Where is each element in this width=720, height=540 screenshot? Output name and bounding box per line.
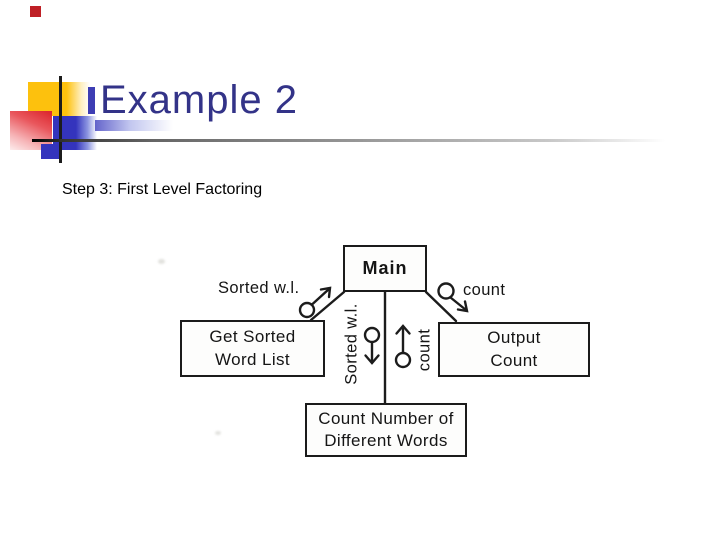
box-main: Main	[343, 245, 427, 292]
label-sorted-wl-vertical: Sorted w.l.	[342, 303, 361, 385]
title-underline	[32, 139, 672, 142]
data-couple-circle	[437, 282, 455, 300]
slide-title: Example 2	[100, 78, 298, 122]
box-output-line2: Count	[490, 350, 538, 370]
label-count-top: count	[463, 281, 506, 299]
box-count-number-words: Count Number of Different Words	[305, 403, 467, 457]
box-get-sorted-line1: Get Sorted	[209, 327, 296, 347]
box-get-sorted-word-list: Get Sorted Word List	[180, 320, 325, 377]
arrow-up-head-icon	[395, 324, 411, 335]
data-couple-circle	[363, 326, 381, 344]
deco-vertical-line	[59, 76, 62, 163]
connector-main-to-output	[424, 290, 458, 323]
deco-blue-fade-bar	[95, 120, 173, 131]
label-sorted-wl-top: Sorted w.l.	[218, 279, 300, 297]
deco-red-gradient-square	[10, 111, 52, 150]
box-count-number-line1: Count Number of	[318, 408, 454, 428]
arrow-down-head-icon	[364, 354, 380, 365]
slide-subtitle: Step 3: First Level Factoring	[62, 181, 263, 198]
data-couple-circle	[298, 301, 316, 319]
deco-blue-accent-bar	[88, 87, 95, 114]
box-output-line1: Output	[487, 328, 541, 348]
box-main-label: Main	[362, 257, 408, 278]
arrow-down-right-head-icon	[456, 300, 469, 313]
box-count-number-line2: Different Words	[324, 431, 448, 450]
deco-blue-small-square	[41, 144, 61, 159]
scan-smudge	[215, 431, 221, 435]
box-output-count: Output Count	[438, 322, 590, 377]
scan-smudge	[158, 259, 165, 264]
corner-red-square	[30, 6, 41, 17]
arrow-up-right-head-icon	[319, 286, 332, 299]
data-couple-circle	[394, 351, 412, 369]
connector-main-to-get-sorted	[309, 290, 346, 322]
box-get-sorted-line2: Word List	[214, 349, 291, 369]
arrow-up-right-shaft	[310, 287, 331, 306]
label-count-vertical: count	[415, 328, 434, 372]
